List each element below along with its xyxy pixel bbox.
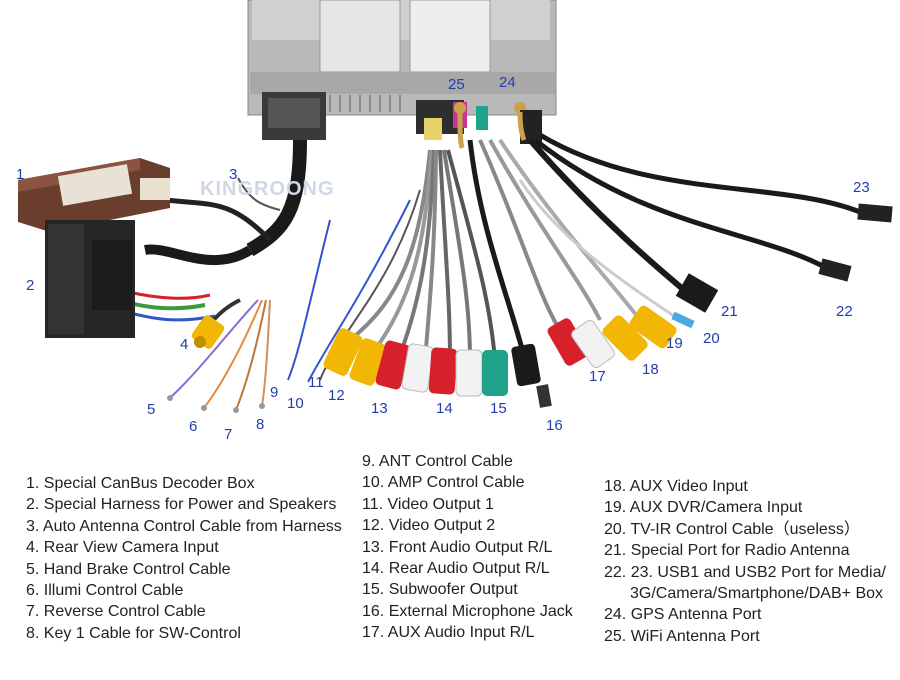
legend-item: 20. TV-IR Control Cable（useless）	[604, 519, 886, 540]
callout-24: 24	[499, 74, 516, 91]
callout-2: 2	[26, 277, 34, 294]
legend-item: 25. WiFi Antenna Port	[604, 626, 886, 647]
callout-9: 9	[270, 384, 278, 401]
legend-item: 7. Reverse Control Cable	[26, 601, 342, 622]
head-unit-icon	[248, 0, 556, 144]
legend-item: 6. Illumi Control Cable	[26, 580, 342, 601]
callout-7: 7	[224, 426, 232, 443]
legend-column-1: 1. Special CanBus Decoder Box 2. Special…	[26, 473, 342, 644]
legend-item: 13. Front Audio Output R/L	[362, 537, 573, 558]
watermark: KINGROONG	[200, 178, 335, 201]
legend-item: 11. Video Output 1	[362, 494, 573, 515]
callout-16: 16	[546, 417, 563, 434]
callout-18: 18	[642, 361, 659, 378]
rca-plugs-aux	[546, 304, 679, 370]
legend-item: 19. AUX DVR/Camera Input	[604, 497, 886, 518]
legend-item: 2. Special Harness for Power and Speaker…	[26, 494, 342, 515]
rca-plugs-front	[322, 327, 508, 396]
callout-11: 11	[308, 374, 324, 391]
microphone-jack-icon	[511, 343, 552, 408]
callout-23: 23	[853, 179, 870, 196]
callout-20: 20	[703, 330, 720, 347]
legend-item: 22. 23. USB1 and USB2 Port for Media/	[604, 562, 886, 583]
callout-21: 21	[721, 303, 738, 320]
callout-4: 4	[180, 336, 188, 353]
legend-item: 16. External Microphone Jack	[362, 601, 573, 622]
legend-item: 24. GPS Antenna Port	[604, 604, 886, 625]
callout-13: 13	[371, 400, 388, 417]
harness-connector-icon	[45, 220, 135, 338]
callout-19: 19	[666, 335, 683, 352]
legend-item: 17. AUX Audio Input R/L	[362, 622, 573, 643]
callout-14: 14	[436, 400, 453, 417]
legend-item: 8. Key 1 Cable for SW-Control	[26, 623, 342, 644]
wifi-antenna-lead	[460, 112, 462, 148]
legend-item: 14. Rear Audio Output R/L	[362, 558, 573, 579]
legend-item: 12. Video Output 2	[362, 515, 573, 536]
wiring-diagram-svg	[0, 0, 900, 455]
legend-item: 9. ANT Control Cable	[362, 451, 573, 472]
callout-5: 5	[147, 401, 155, 418]
legend-item: 3G/Camera/Smartphone/DAB+ Box	[604, 583, 886, 604]
legend-item: 18. AUX Video Input	[604, 476, 886, 497]
legend-column-2: 9. ANT Control Cable 10. AMP Control Cab…	[362, 451, 573, 644]
callout-8: 8	[256, 416, 264, 433]
callout-25: 25	[448, 76, 465, 93]
callout-10: 10	[287, 395, 304, 412]
legend-item: 4. Rear View Camera Input	[26, 537, 342, 558]
legend-item: 10. AMP Control Cable	[362, 472, 573, 493]
legend-item: 1. Special CanBus Decoder Box	[26, 473, 342, 494]
callout-1: 1	[16, 166, 24, 183]
legend-column-3: 18. AUX Video Input 19. AUX DVR/Camera I…	[604, 476, 886, 647]
legend-item: 21. Special Port for Radio Antenna	[604, 540, 886, 561]
wiring-diagram: KINGROONG 1 2 3 4 5 6 7 8 9 10 11 12 13 …	[0, 0, 900, 455]
callout-22: 22	[836, 303, 853, 320]
legend-item: 15. Subwoofer Output	[362, 579, 573, 600]
callout-6: 6	[189, 418, 197, 435]
callout-17: 17	[589, 368, 606, 385]
callout-15: 15	[490, 400, 507, 417]
legend-item: 5. Hand Brake Control Cable	[26, 559, 342, 580]
legend-item: 3. Auto Antenna Control Cable from Harne…	[26, 516, 342, 537]
callout-12: 12	[328, 387, 345, 404]
callout-3: 3	[229, 166, 237, 183]
